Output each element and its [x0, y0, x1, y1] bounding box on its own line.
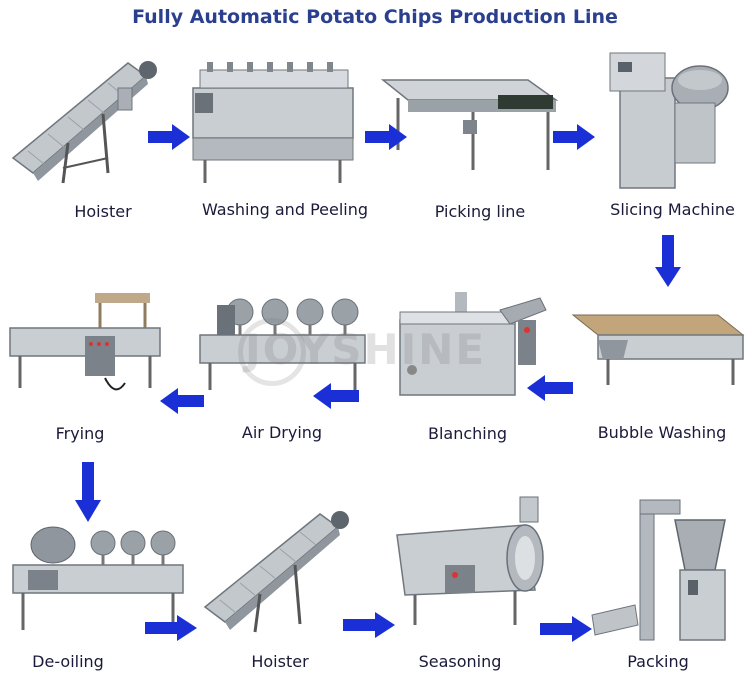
packing-machine-image: [590, 495, 745, 645]
watermark-text: JOYSHINE: [245, 325, 486, 374]
seasoning-machine-image: [385, 495, 560, 630]
frying-machine-image: [5, 288, 165, 408]
step-label-slicing-machine: Slicing Machine: [600, 200, 745, 219]
arrow-down-icon: [75, 462, 101, 522]
step-label-blanching: Blanching: [420, 424, 515, 443]
page-title: Fully Automatic Potato Chips Production …: [0, 6, 750, 28]
step-label-packing: Packing: [618, 652, 698, 671]
step-label-picking-line: Picking line: [420, 202, 540, 221]
step-label-seasoning: Seasoning: [410, 652, 510, 671]
step-label-hoister-2: Hoister: [240, 652, 320, 671]
arrow-right-icon: [343, 612, 395, 638]
step-label-frying: Frying: [45, 424, 115, 443]
arrow-right-icon: [553, 124, 595, 150]
arrow-right-icon: [365, 124, 407, 150]
hoister-machine-image: [8, 48, 168, 188]
step-label-hoister: Hoister: [63, 202, 143, 221]
step-label-de-oiling: De-oiling: [18, 652, 118, 671]
arrow-down-icon: [655, 235, 681, 287]
step-label-air-drying: Air Drying: [232, 423, 332, 442]
arrow-right-icon: [145, 615, 197, 641]
arrow-left-icon: [527, 375, 573, 401]
arrow-left-icon: [313, 383, 359, 409]
arrow-right-icon: [148, 124, 190, 150]
slicing-machine-image: [600, 48, 730, 193]
hoister-2-machine-image: [200, 502, 360, 637]
step-label-washing-peeling: Washing and Peeling: [195, 200, 375, 219]
arrow-right-icon: [540, 616, 592, 642]
washing-peeling-machine-image: [185, 58, 360, 188]
step-label-bubble-washing: Bubble Washing: [592, 423, 732, 442]
arrow-left-icon: [160, 388, 204, 414]
bubble-washing-machine-image: [568, 295, 748, 390]
